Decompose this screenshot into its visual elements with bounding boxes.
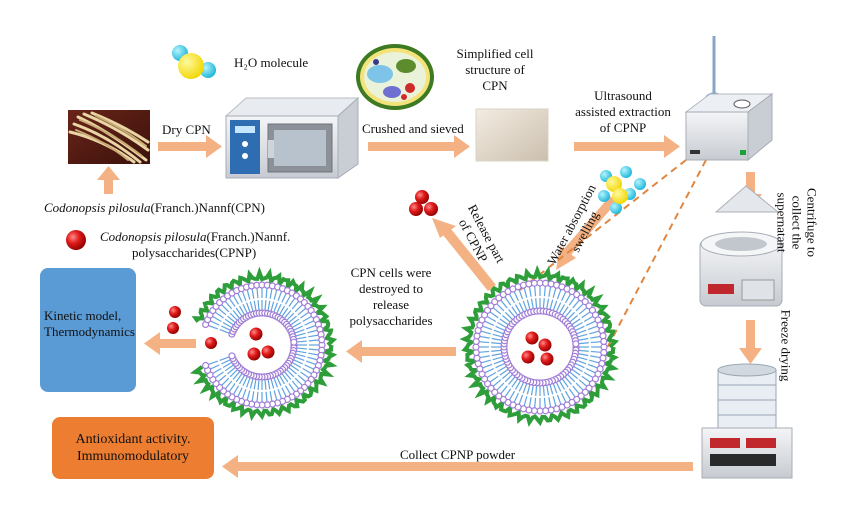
cpnp-name-label: Codonopsis pilosula(Franch.)Nannf. polys…	[100, 229, 290, 261]
ultrasound-device-icon	[684, 36, 774, 162]
cpnp-name-line-2: polysaccharides(CPNP)	[132, 245, 257, 260]
cpnp-legend-dot	[66, 230, 86, 250]
drying-oven-icon	[224, 96, 360, 179]
arrow-dry	[158, 135, 222, 158]
centrifuge-line-2: collect the	[789, 195, 805, 250]
centrifuge-line-3: supernatant	[774, 192, 790, 253]
crushed-label: Crushed and sieved	[362, 121, 464, 136]
broken-cell-icon	[189, 266, 338, 422]
freeze-label: Freeze drying	[778, 309, 794, 382]
destroyed-line-1: CPN cells were	[350, 265, 432, 280]
arrow-destroyed	[346, 340, 456, 363]
antioxidant-line-1: Antioxidant activity.	[75, 432, 191, 447]
centrifuge-label: Centrifuge to collect the supernatant	[775, 168, 820, 278]
kinetic-model-box: Kinetic model, Thermodynamics	[40, 268, 136, 392]
destroyed-line-2: destroyed to	[359, 281, 423, 296]
h2o-molecule-icon	[172, 45, 216, 79]
freeze-dryer-icon	[701, 363, 793, 479]
arrow-ultrasound	[574, 135, 680, 158]
arrow-kinetic	[144, 332, 196, 355]
ultrasound-label: Ultrasound assisted extraction of CPNP	[560, 88, 686, 136]
destroyed-label: CPN cells were destroyed to release poly…	[326, 265, 456, 329]
arrow-release	[432, 218, 496, 291]
arrow-water	[556, 196, 617, 270]
cpnp-name-rest: (Franch.)Nannf.	[206, 229, 291, 244]
h2o-label: H₂O molecule	[234, 55, 309, 70]
collect-label: Collect CPNP powder	[400, 447, 516, 462]
kinetic-line-2: Thermodynamics	[44, 324, 135, 339]
cpn-name-label: Codonopsis pilosula(Franch.)Nannf(CPN)	[44, 200, 265, 216]
arrow-up-from-name	[97, 166, 120, 194]
arrow-crushed	[368, 135, 470, 158]
ultrasound-line-2: assisted extraction	[575, 104, 671, 119]
cpn-name-rest: (Franch.)Nannf(CPN)	[150, 200, 265, 215]
water-molecules-icon	[598, 166, 646, 214]
dried-root-image	[68, 110, 150, 164]
simplified-line-2: structure of	[465, 62, 525, 77]
cpn-powder-image	[475, 108, 549, 162]
destroyed-line-4: polysaccharides	[349, 313, 433, 328]
arrow-freeze	[739, 320, 762, 364]
simplified-line-3: CPN	[482, 78, 508, 93]
simplified-line-1: Simplified cell	[456, 46, 534, 61]
released-cpnp-dots	[409, 190, 438, 216]
cpn-name-italic: Codonopsis pilosula	[44, 200, 151, 215]
ultrasound-line-1: Ultrasound	[594, 88, 652, 103]
arrow-collect	[222, 455, 693, 478]
simplified-cell-label: Simplified cell structure of CPN	[440, 46, 550, 94]
ultrasound-line-3: of CPNP	[599, 120, 647, 135]
destroyed-line-3: release	[372, 297, 410, 312]
swollen-cell-icon	[459, 264, 620, 427]
simplified-cell-icon	[356, 44, 434, 110]
dry-cpn-label: Dry CPN	[162, 122, 211, 137]
free-cpnp-dots	[167, 306, 217, 349]
antioxidant-box: Antioxidant activity. Immunomodulatory	[52, 417, 214, 479]
centrifuge-line-1: Centrifuge to	[804, 188, 820, 257]
antioxidant-line-2: Immunomodulatory	[77, 449, 189, 464]
centrifuge-icon	[699, 185, 783, 307]
cpnp-name-italic: Codonopsis pilosula	[100, 229, 207, 244]
kinetic-line-1: Kinetic model,	[44, 308, 122, 323]
